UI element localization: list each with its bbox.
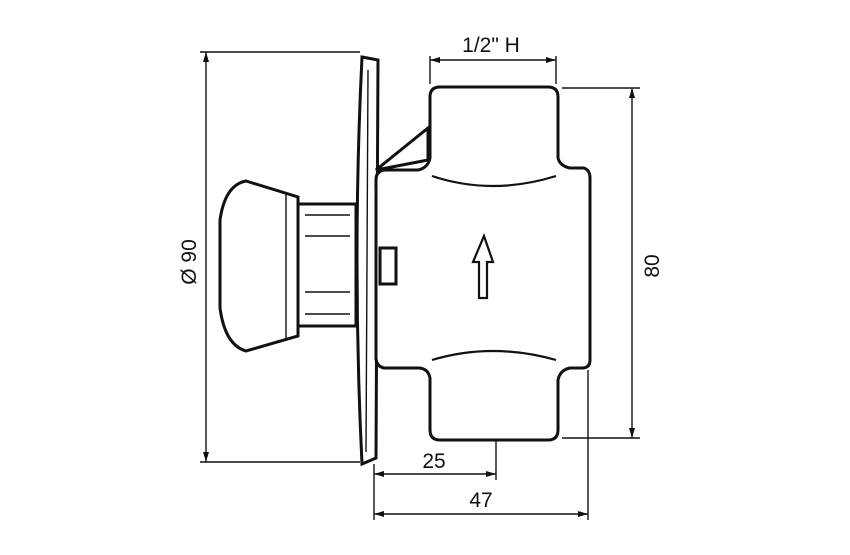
plate-diameter-label: Ø 90 [178,239,201,285]
inlet-offset-label: 25 [422,450,445,473]
flow-direction-arrow-icon [471,232,495,300]
valve-stem [296,202,358,328]
total-depth-label: 47 [469,489,492,512]
dimension-thread-size: 1/2" H [429,34,557,84]
wall-plate [355,55,380,467]
dimension-body-height: 80 [562,87,664,439]
thread-size-label: 1/2" H [462,34,520,57]
body-height-label: 80 [641,254,664,277]
dimension-depths: 25 47 [373,370,589,520]
dimension-plate-diameter: Ø 90 [178,51,360,463]
valve-body [374,85,592,442]
push-button-knob [218,179,302,353]
